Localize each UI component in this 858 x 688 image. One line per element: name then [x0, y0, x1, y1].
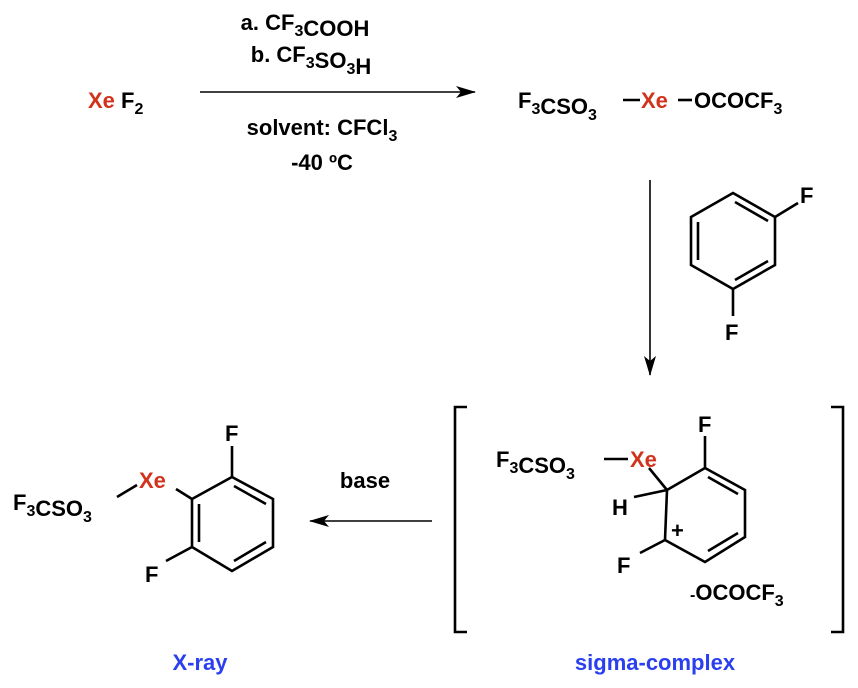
triflate-group: F3CSO3 — [518, 88, 597, 124]
bond — [633, 488, 668, 499]
bond — [175, 487, 193, 501]
double-bond — [734, 200, 769, 223]
fluorine-atom: F — [145, 562, 158, 587]
reagent-b: b. CF3SO3H — [251, 42, 372, 79]
triflate-group: F3CSO3 — [13, 490, 92, 526]
reagent-a: a. CF3COOH — [241, 10, 370, 41]
bond — [165, 545, 193, 563]
fluorine-atom: F — [800, 183, 813, 208]
fluorine-atom: F — [617, 553, 630, 578]
double-bond — [707, 531, 739, 553]
triflate-group: F3CSO3 — [496, 447, 575, 483]
bond — [116, 483, 138, 499]
aryl-xenon-product: F3CSO3 Xe F F — [13, 421, 275, 587]
sigma-complex: F3CSO3 Xe H F F + -OCOCF3 — [453, 405, 845, 634]
benzene-ring — [689, 191, 777, 291]
xenon-symbol: Xe — [630, 447, 657, 472]
trifluoroacetate-anion: -OCOCF3 — [690, 580, 784, 610]
trifluoroacetate-group: OCOCF3 — [694, 88, 782, 118]
xenon-symbol: Xe — [139, 468, 166, 493]
x-ray-label: X-ray — [172, 650, 228, 675]
double-bond — [707, 475, 739, 496]
bond — [774, 201, 799, 219]
fluorine-2: F2 — [121, 88, 143, 118]
fluorine-atom: F — [225, 421, 238, 446]
fluorine-atom: F — [698, 412, 711, 437]
sigma-complex-label: sigma-complex — [575, 650, 736, 675]
left-bracket — [453, 405, 467, 634]
solvent-label: solvent: CFCl3 — [247, 115, 398, 145]
hydrogen-atom: H — [612, 495, 628, 520]
cyclohexadienyl-ring — [663, 466, 747, 564]
bond — [647, 467, 669, 491]
xenon-symbol: Xe — [88, 88, 115, 113]
intermediate-product: F3CSO3 Xe OCOCF3 — [518, 88, 782, 124]
xenon-symbol: Xe — [641, 88, 668, 113]
double-bond — [233, 484, 267, 506]
temperature-label: -40 ºC — [291, 150, 353, 175]
double-bond — [734, 259, 769, 282]
difluorobenzene-reagent: F F — [689, 183, 813, 345]
right-bracket — [831, 405, 845, 634]
bond — [639, 538, 666, 555]
base-label: base — [340, 468, 390, 493]
positive-charge: + — [671, 518, 684, 543]
double-bond — [233, 540, 267, 563]
fluorine-atom: F — [725, 320, 738, 345]
xef2-reactant: Xe F2 — [88, 88, 143, 118]
benzene-ring — [190, 475, 275, 573]
